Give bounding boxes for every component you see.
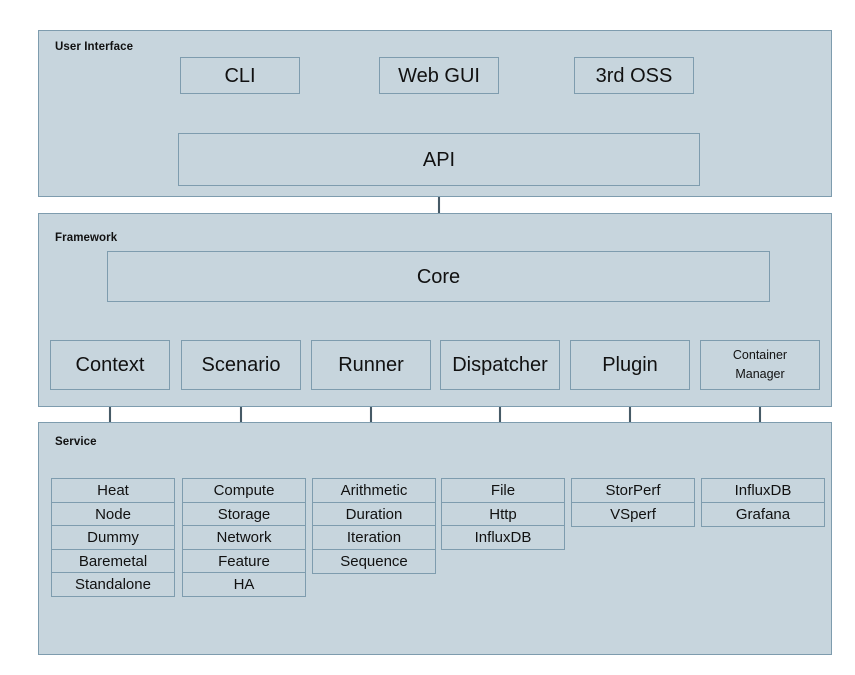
service-item[interactable]: Sequence	[312, 548, 436, 574]
layer-title-framework: Framework	[55, 232, 118, 244]
service-item[interactable]: VSperf	[571, 501, 695, 527]
node-container-manager[interactable]: Container Manager	[700, 340, 820, 390]
service-item[interactable]: Storage	[182, 501, 306, 527]
node-third-oss[interactable]: 3rd OSS	[574, 57, 694, 94]
service-item[interactable]: Heat	[51, 478, 175, 503]
service-item[interactable]: Compute	[182, 478, 306, 503]
layer-title-service: Service	[55, 436, 97, 448]
service-item[interactable]: HA	[182, 572, 306, 597]
layer-title-user-interface: User Interface	[55, 41, 134, 53]
node-scenario[interactable]: Scenario	[181, 340, 301, 390]
node-cli[interactable]: CLI	[180, 57, 300, 94]
node-runner[interactable]: Runner	[311, 340, 431, 390]
service-item[interactable]: StorPerf	[571, 478, 695, 503]
service-item[interactable]: Http	[441, 501, 565, 527]
node-core[interactable]: Core	[107, 251, 770, 302]
node-dispatcher[interactable]: Dispatcher	[440, 340, 560, 390]
node-plugin[interactable]: Plugin	[570, 340, 690, 390]
service-item[interactable]: Grafana	[701, 501, 825, 527]
service-item[interactable]: Feature	[182, 548, 306, 574]
node-api[interactable]: API	[178, 133, 700, 186]
service-item[interactable]: InfluxDB	[441, 525, 565, 550]
node-web-gui[interactable]: Web GUI	[379, 57, 499, 94]
service-item[interactable]: Node	[51, 501, 175, 527]
node-container-manager-line2: Manager	[735, 367, 785, 381]
service-item[interactable]: Dummy	[51, 525, 175, 550]
service-item[interactable]: Network	[182, 525, 306, 550]
service-item[interactable]: File	[441, 478, 565, 503]
service-item[interactable]: Baremetal	[51, 548, 175, 574]
node-container-manager-line1: Container	[732, 347, 788, 362]
service-item[interactable]: Arithmetic	[312, 478, 436, 503]
layer-panel-framework	[38, 213, 832, 407]
service-item[interactable]: Iteration	[312, 525, 436, 550]
service-item[interactable]: Standalone	[51, 572, 175, 597]
service-item[interactable]: InfluxDB	[701, 478, 825, 503]
node-context[interactable]: Context	[50, 340, 170, 390]
service-item[interactable]: Duration	[312, 501, 436, 527]
